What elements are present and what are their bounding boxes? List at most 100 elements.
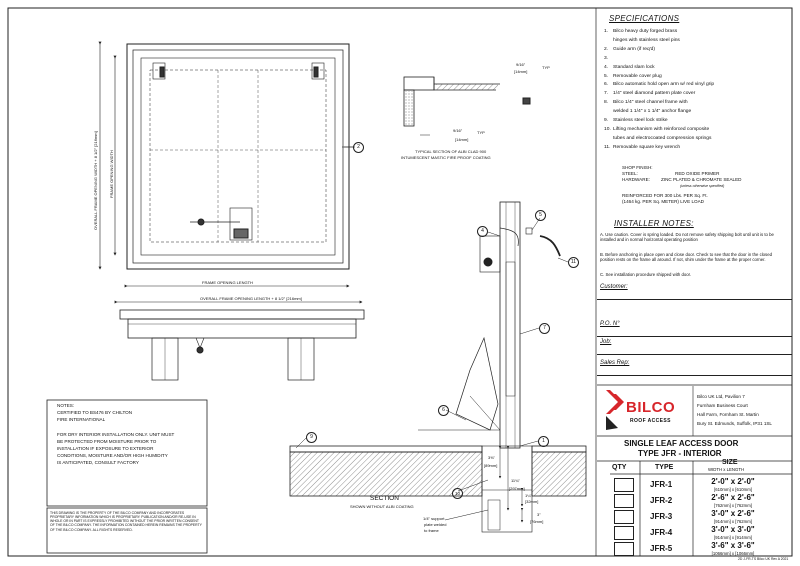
typ-top: TYP <box>542 65 550 70</box>
spec-item-text: Removable square key wrench <box>613 144 681 150</box>
notes-box-frame <box>46 399 208 507</box>
spec-item-number: 9. <box>604 118 609 123</box>
qty-input-box[interactable] <box>614 510 634 524</box>
spec-item-text: Stainless steel lock strike <box>613 118 668 123</box>
spec-item-text: 1/4" steel diamond pattern plate cover <box>613 91 696 97</box>
spec-item: 10.Lifting mechanism with reinforced com… <box>604 126 710 133</box>
spec-item-number: 6. <box>604 82 609 88</box>
customer-field[interactable]: Customer: <box>597 282 792 300</box>
title-line-1: SINGLE LEAF ACCESS DOOR <box>624 439 739 448</box>
sheet-border <box>7 7 793 557</box>
spec-item-text: welded 1 1/4" x 1 1/4" anchor flange <box>613 109 692 115</box>
spec-item: welded 1 1/4" x 1 1/4" anchor flange <box>604 109 692 115</box>
spec-item-number: 5. <box>604 73 609 79</box>
spec-item-text: Lifting mechanism with reinforced compos… <box>613 126 710 132</box>
spec-item: 5. Removable cover plug <box>604 73 662 80</box>
row-size-imperial: 3'-0" x 2'-6" <box>711 509 755 518</box>
row-size: 2'-0" x 2'-0"[610mm] x [610mm] <box>700 477 766 492</box>
notes-line-5: INSTALLATION IF EXPOSURE TO EXTERIOR <box>57 446 154 451</box>
dim-297mm: [297mm] <box>509 486 525 491</box>
elevation-view <box>119 309 365 381</box>
notes-line-3: FOR DRY INTERIOR INSTALLATION ONLY. UNIT… <box>57 432 175 437</box>
row-size-metric: [610mm] x [610mm] <box>714 487 752 492</box>
steel-label: STEEL: <box>622 171 638 176</box>
support-plate-label-3: to frame <box>424 528 439 533</box>
row-size: 3'-6" x 3'-6"[1066mm] x [1066mm] <box>700 541 766 556</box>
installer-note-a: A. Use caution. Cover is spring loaded. … <box>600 232 774 243</box>
frame-opening-length-label: FRAME OPENING LENGTH <box>200 280 255 285</box>
row-type: JFR-4 <box>650 528 673 537</box>
title-line-2: TYPE JFR - INTERIOR <box>638 449 722 458</box>
spec-item: 6. Bilco automatic hold open arm w/ red v… <box>604 82 715 88</box>
qty-input-box[interactable] <box>614 494 634 508</box>
dim-14mm-bottom: [14mm] <box>455 137 469 142</box>
row-type: JFR-5 <box>650 544 673 553</box>
notes-line-7: IS ANTICIPATED, CONSULT FACTORY <box>57 460 139 465</box>
col-size-header: SIZE <box>722 459 738 466</box>
callout-2: 2 <box>353 142 364 153</box>
address-line-2: Furnham Business Court <box>697 403 748 408</box>
spec-item: 9. Stainless steel lock strike <box>604 118 668 124</box>
spec-item-number: 8. <box>604 100 609 106</box>
reinforced-line-2: (1464 kg. PER Sq. METER) LIVE LOAD <box>622 199 704 204</box>
dim-9-16-top: 9/16" <box>516 62 526 67</box>
callout-6: 6 <box>438 405 449 416</box>
col-qty-header: QTY <box>612 464 627 471</box>
spec-item-number: 1. <box>604 29 609 34</box>
qty-input-box[interactable] <box>614 526 634 540</box>
typical-section-title-2: INTUMESCENT MASTIC FIRE PROOF COATING <box>401 155 491 160</box>
spec-item-text: Standard slam lock <box>613 64 655 70</box>
row-size-imperial: 2'-0" x 2'-0" <box>711 477 755 486</box>
footer-code: 2D J-FR-TS Bilco UK Rev A 2021 <box>738 557 789 561</box>
row-size: 2'-6" x 2'-6"[762mm] x [762mm] <box>700 493 766 508</box>
callout-11: 11 <box>568 257 579 268</box>
callout-7: 7 <box>539 323 550 334</box>
spec-item: 1.Bilco heavy duty forged brass <box>604 29 677 35</box>
sales-rep-field[interactable]: Sales Rep: <box>597 358 792 376</box>
spec-item-number: 3. <box>604 55 609 61</box>
spec-item-text: Bilco automatic hold open arm w/ red vin… <box>613 82 715 88</box>
spec-item: 7. 1/4" steel diamond pattern plate cover <box>604 91 696 97</box>
spec-item-text: Removable cover plug <box>613 73 662 79</box>
job-field[interactable]: Job: <box>597 337 792 355</box>
spec-item-text: Guide arm (if req'd) <box>613 46 655 52</box>
spec-item-number: 4. <box>604 64 609 70</box>
row-size-metric: [914mm] x [914mm] <box>714 535 752 540</box>
row-size-metric: [1066mm] x [1066mm] <box>711 551 755 556</box>
qty-input-box[interactable] <box>614 542 634 556</box>
section-dimensions <box>444 446 524 523</box>
callout-4: 4 <box>477 226 488 237</box>
spec-item-number: 11. <box>604 144 611 150</box>
address-line-3: Hall Farm, Fornham St. Martin <box>697 412 759 417</box>
dim-3-5-8: 3⅝" <box>488 455 495 460</box>
dim-1-1-4: 1¼" <box>525 493 532 498</box>
bilco-chevron-logo <box>606 390 624 430</box>
typical-section-detail <box>403 76 531 136</box>
col-type-header: TYPE <box>655 464 674 471</box>
plan-view <box>126 43 350 270</box>
section-view <box>289 201 587 533</box>
sales-rep-label: Sales Rep: <box>600 360 630 366</box>
spec-item: 3. <box>604 55 613 62</box>
hardware-note: (unless otherwise specified) <box>680 184 725 188</box>
spec-item-number: 7. <box>604 91 609 97</box>
address-line-1: Bilco UK Ltd, Pavilion 7 <box>697 394 745 399</box>
po-field[interactable]: P.O. N° <box>597 319 792 337</box>
hardware-label: HARDWARE: <box>622 177 650 182</box>
notes-line-2: FIRE INTERNATIONAL <box>57 417 106 422</box>
spec-item-number: 10. <box>604 126 611 132</box>
section-subtitle: SHOWN WITHOUT ALBI COATING <box>350 504 414 509</box>
qty-input-box[interactable] <box>614 478 634 492</box>
dim-9-16-bottom: 9/16" <box>453 128 463 133</box>
spec-item: hinges with stainless steel pins <box>604 38 680 44</box>
row-type: JFR-1 <box>650 480 673 489</box>
installer-note-b: B. Before anchoring in place open and cl… <box>600 252 772 263</box>
row-size-imperial: 3'-0" x 3'-0" <box>711 525 755 534</box>
overall-length-label: OVERALL FRAME OPENING LENGTH + 8 1/2" [2… <box>198 296 304 301</box>
row-type: JFR-3 <box>650 512 673 521</box>
notes-line-1: CERTIFIED TO BS476 BY CHILTON <box>57 410 133 415</box>
dim-11-3-4: 11¾" <box>511 478 520 483</box>
frame-opening-width-label: FRAME OPENING WIDTH <box>109 148 114 200</box>
